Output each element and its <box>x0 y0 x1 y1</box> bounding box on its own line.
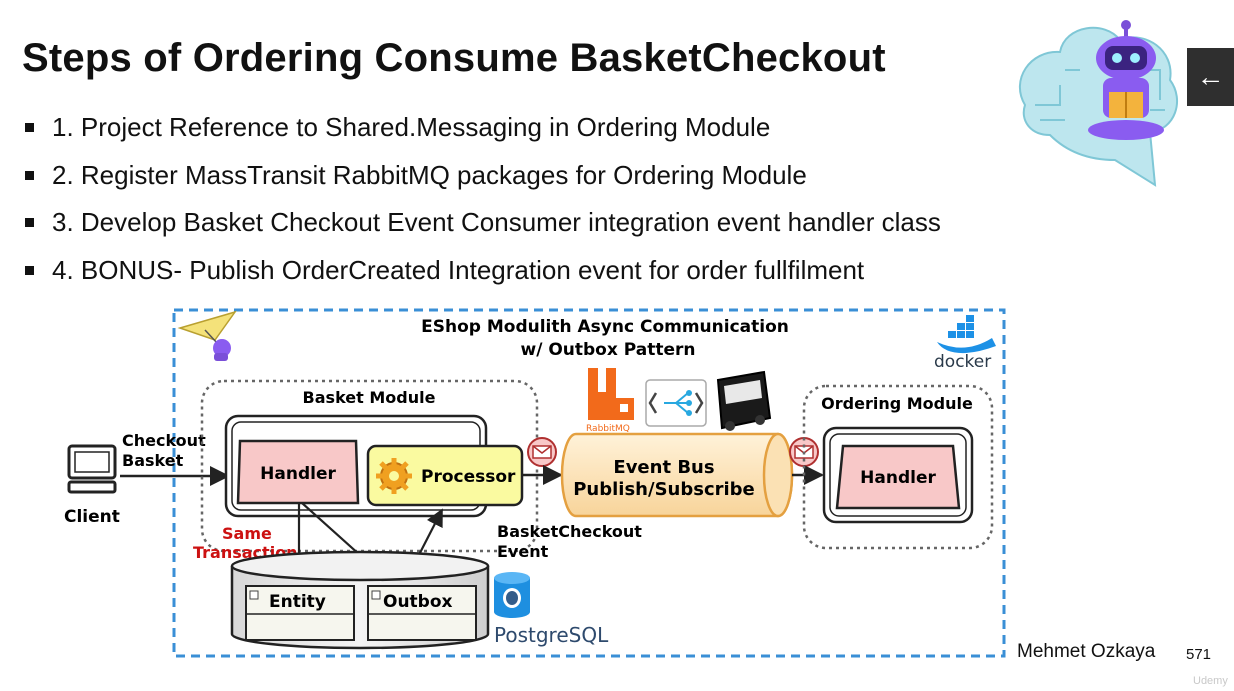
bullet-item: 1. Project Reference to Shared.Messaging… <box>22 108 941 156</box>
dotnet-bot-mascot <box>1019 20 1179 187</box>
author-name: Mehmet Ozkaya <box>1017 641 1156 662</box>
bullet-item: 3. Develop Basket Checkout Event Consume… <box>22 203 941 251</box>
event-bus-cylinder <box>560 432 794 518</box>
entity-table <box>245 585 355 641</box>
gear-icon <box>376 458 412 494</box>
outbox-label: Outbox <box>383 592 453 612</box>
bullet-item: 4. BONUS- Publish OrderCreated Integrati… <box>22 251 941 299</box>
back-button[interactable]: ← <box>1187 48 1234 106</box>
diagram-title-line2: w/ Outbox Pattern <box>521 340 696 360</box>
ordering-handler-label: Handler <box>860 468 936 488</box>
azure-service-bus-icon <box>645 379 707 427</box>
outer-frame <box>172 308 1006 658</box>
watermark: Udemy <box>1193 675 1228 687</box>
bullet-list: 1. Project Reference to Shared.Messaging… <box>22 108 941 298</box>
ordering-module-region <box>802 384 994 550</box>
bullet-item: 2. Register MassTransit RabbitMQ package… <box>22 156 941 204</box>
message-envelope-icon <box>527 437 557 467</box>
basket-handler-box <box>236 439 360 505</box>
rabbitmq-label: RabbitMQ <box>586 424 630 434</box>
same-transaction-label-line1: Same <box>222 524 272 543</box>
event-name-label-line1: BasketCheckout <box>497 522 642 541</box>
postgresql-label: PostgreSQL <box>494 623 609 647</box>
computer-icon <box>67 444 117 494</box>
checkout-basket-label-line1: Checkout <box>122 431 206 450</box>
processor-label: Processor <box>421 467 516 487</box>
rabbitmq-logo-icon <box>588 368 634 420</box>
checkout-basket-label-line2: Basket <box>122 451 184 470</box>
entity-label: Entity <box>269 592 326 612</box>
postgresql-logo-icon <box>494 572 530 618</box>
docker-label: docker <box>934 352 991 372</box>
arrow-left-icon: ← <box>1196 61 1225 92</box>
slide-title: Steps of Ordering Consume BasketCheckout <box>22 36 886 80</box>
basket-handler-label: Handler <box>260 464 336 484</box>
docker-logo-icon <box>937 315 996 354</box>
client-label: Client <box>64 507 120 527</box>
basket-module-label: Basket Module <box>303 388 436 407</box>
event-name-label-line2: Event <box>497 542 549 561</box>
ordering-handler-box <box>835 444 961 510</box>
diagram-title-line1: EShop Modulith Async Communication <box>421 317 789 337</box>
outbox-table <box>367 585 477 641</box>
ordering-module-label: Ordering Module <box>821 394 973 413</box>
page-number: 571 <box>1186 646 1212 663</box>
hang-glider-icon <box>177 310 237 361</box>
event-bus-label-line1: Event Bus <box>613 457 714 478</box>
masstransit-bus-icon <box>716 370 772 431</box>
event-bus-label-line2: Publish/Subscribe <box>573 479 755 500</box>
